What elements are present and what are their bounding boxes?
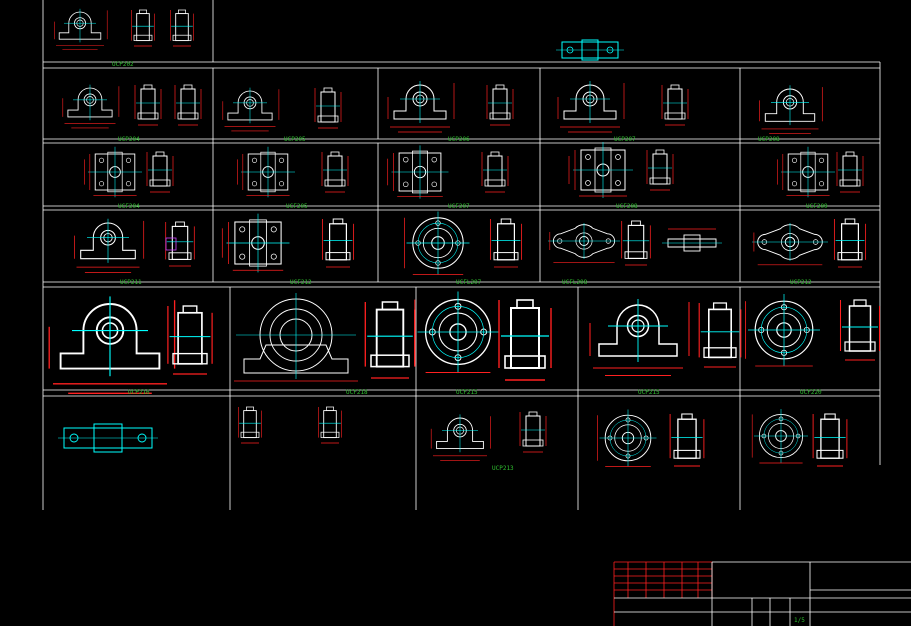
part-label: UCF215 [456,389,478,396]
part-label: UCP204 [118,136,140,143]
part-labels: UCP202 UCP204 UCP205 UCP206 UCP207 UCP20… [112,61,828,472]
part-label: UCP205 [284,136,306,143]
part-label: UCP211 [120,279,142,286]
part-drawings [48,8,881,467]
part-label: UCP207 [614,136,636,143]
part-label: UCP213 [492,465,514,472]
sheet-number: 1/5 [794,617,805,624]
part-label: UCFL207 [456,279,482,286]
part-label: UCFL208 [562,279,588,286]
part-label: UCF205 [286,203,308,210]
part-label: UCF212 [290,279,312,286]
title-block: 1/5 [613,561,911,626]
part-label: UCF207 [448,203,470,210]
part-label: UCF209 [806,203,828,210]
part-label: UCF218 [346,389,368,396]
part-label: UCP206 [448,136,470,143]
part-label: UCP212 [790,279,812,286]
drawing-frame [42,0,881,510]
part-label: UCP216 [128,389,150,396]
part-label: UCF204 [118,203,140,210]
part-label: UCP208 [758,136,780,143]
part-label: UCP202 [112,61,134,68]
part-label: UCF208 [616,203,638,210]
part-label: UCP215 [638,389,660,396]
part-label: UCF220 [800,389,822,396]
